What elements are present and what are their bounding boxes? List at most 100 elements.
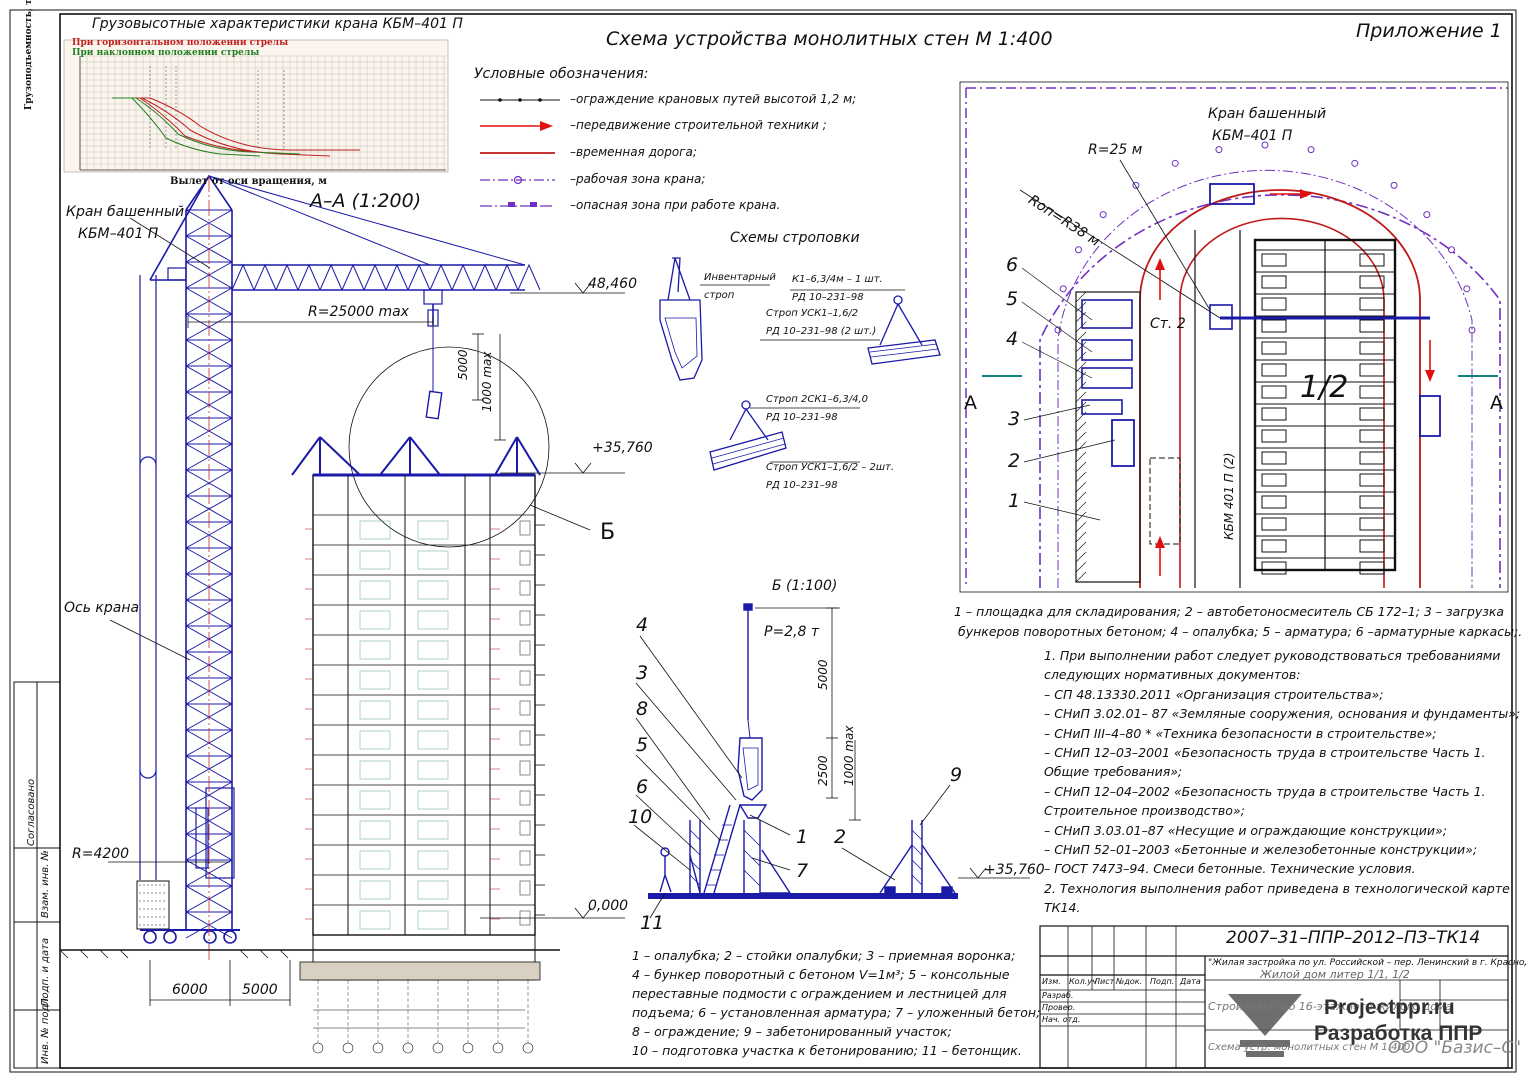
legend-fence-label: –ограждение крановых путей высотой 1,2 м… xyxy=(570,92,857,106)
watermark-logo-icon xyxy=(1228,994,1302,1057)
crane-axis-label: Ось крана xyxy=(64,600,140,616)
plan-crane-path-label: КБМ 401 П (2) xyxy=(1222,452,1236,540)
tb-col-doc: №док. xyxy=(1116,977,1143,986)
notes-block: 1. При выполнении работ следует руководс… xyxy=(1044,646,1520,918)
note-line: ТК14. xyxy=(1044,900,1081,916)
tb-col-date: Дата xyxy=(1180,977,1201,986)
plan-cut-a-left: А xyxy=(964,392,977,414)
legend-road-label: –временная дорога; xyxy=(570,145,697,159)
detail-label-6: 6 xyxy=(636,776,649,798)
detail-caption-line: 4 – бункер поворотный с бетоном V=1м³; 5… xyxy=(632,967,1010,982)
detail-dim-5000: 5000 xyxy=(816,659,830,690)
detail-caption: 1 – опалубка; 2 – стойки опалубки; 3 – п… xyxy=(632,946,1040,1060)
note-line: Строительное производство»; xyxy=(1044,803,1245,819)
main-title: Схема устройства монолитных стен М 1:400 xyxy=(606,28,1053,50)
elevation-dimensions xyxy=(108,217,625,1006)
plan-crane-line2: КБМ–401 П xyxy=(1212,128,1293,144)
note-line: – ГОСТ 7473–94. Смеси бетонные. Техничес… xyxy=(1044,861,1416,877)
site-plan xyxy=(959,81,1509,593)
note-line: Общие требования»; xyxy=(1044,764,1183,780)
dim-1000-label: 1000 max xyxy=(480,351,494,413)
note-line: 1. При выполнении работ следует руководс… xyxy=(1044,648,1501,663)
tb-prover: Провер. xyxy=(1042,1003,1076,1012)
tb-scheme: Схема устр. монолитных стен М 1:400 xyxy=(1208,1042,1411,1053)
load-chart-xlabel: Вылет от оси вращения, м xyxy=(170,176,327,187)
load-chart-legend-red: При горизонтальном положении стрелы xyxy=(72,38,289,48)
legend-title: Условные обозначения: xyxy=(474,66,649,82)
section-b-title: Б (1:100) xyxy=(772,578,838,594)
callout-b-label: Б xyxy=(600,520,616,545)
outer-frame xyxy=(9,9,1517,1073)
inner-frame xyxy=(59,13,1513,1069)
plan-label-6: 6 xyxy=(1006,254,1019,276)
sling-rd3: РД 10–231–98 xyxy=(766,412,838,423)
plan-label-1: 1 xyxy=(1008,490,1021,512)
tb-col-podp: Подп. xyxy=(1150,977,1175,986)
appendix-label: Приложение 1 xyxy=(1356,20,1502,42)
plan-cut-a-right: А xyxy=(1490,392,1503,414)
mark-35760-label: +35,760 xyxy=(592,440,653,456)
tb-object: Строительство 16-этажного жилого дома xyxy=(1208,1000,1452,1013)
tb-col-list: Лист xyxy=(1094,977,1115,986)
sling-title: Схемы строповки xyxy=(730,230,860,246)
title-block xyxy=(1039,925,1509,1069)
sling-schemes xyxy=(659,257,941,471)
detail-label-7: 7 xyxy=(796,860,809,882)
detail-b-dims xyxy=(633,607,1030,919)
detail-label-4: 4 xyxy=(636,614,649,636)
plan-caption: 1 – площадка для складирования; 2 – авто… xyxy=(954,602,1522,642)
note-line: – СП 48.13330.2011 «Организация строител… xyxy=(1044,686,1384,702)
plan-label-5: 5 xyxy=(1006,288,1019,310)
detail-label-8: 8 xyxy=(636,698,649,720)
project-name: "Жилая застройка по ул. Российской – пер… xyxy=(1208,958,1526,968)
plan-label-2: 2 xyxy=(1008,450,1021,472)
stamp-vzam: Взам. инв. № xyxy=(40,850,51,918)
legend-symbols xyxy=(480,98,560,207)
plan-label-3: 3 xyxy=(1008,408,1021,430)
sling-rd4: РД 10–231–98 xyxy=(766,480,838,491)
legend-movement-label: –передвижение строительной техники ; xyxy=(570,118,827,132)
building-elevation xyxy=(291,436,545,1054)
crane-name-line2: КБМ–401 П xyxy=(78,226,159,242)
watermark-site[interactable]: Projectppr.ru xyxy=(1324,996,1455,1019)
tb-nach: Нач. отд. xyxy=(1042,1015,1081,1024)
plan-st2-label: Ст. 2 xyxy=(1150,316,1186,332)
detail-caption-line: 8 – ограждение; 9 – забетонированный уча… xyxy=(632,1024,952,1039)
tb-razrab: Разраб. xyxy=(1042,991,1074,1000)
stamp-inv: Инв. № подл. xyxy=(40,995,51,1064)
radius-label: R=25000 max xyxy=(308,304,409,320)
watermark-tagline: Разработка ППР xyxy=(1314,1022,1483,1045)
tb-col-izm: Изм. xyxy=(1042,977,1061,986)
doc-code: 2007–31–ППР–2012–ПЗ–ТК14 xyxy=(1226,928,1481,948)
load-chart-title: Грузовысотные характеристики крана КБМ–4… xyxy=(92,16,463,32)
mark-zero-label: 0,000 xyxy=(588,898,629,914)
detail-caption-line: переставные подмости с ограждением и лес… xyxy=(632,986,1007,1001)
plan-half-label: 1/2 xyxy=(1300,370,1349,405)
detail-label-9: 9 xyxy=(950,764,963,786)
note-line: – СНиП 52–01–2003 «Бетонные и железобето… xyxy=(1044,842,1478,858)
note-line: – СНиП 3.02.01– 87 «Земляные сооружения,… xyxy=(1044,706,1521,722)
tb-col-kol: Кол.уч xyxy=(1069,977,1097,986)
stamp-soglas: Согласовано xyxy=(26,778,37,846)
sling-usk2: Строп УСК1–1,6/2 – 2шт. xyxy=(766,462,895,473)
dim-6000-label: 6000 xyxy=(172,982,208,998)
tb-company: ООО "Базис–С" xyxy=(1388,1038,1522,1058)
load-chart xyxy=(63,39,449,173)
sling-inv-2: строп xyxy=(704,290,735,301)
detail-label-2: 2 xyxy=(834,826,847,848)
crane-name-line1: Кран башенный xyxy=(66,204,185,220)
note-line: – СНиП III–4–80 * «Техника безопасности … xyxy=(1044,725,1437,741)
plan-caption-line: 1 – площадка для складирования; 2 – авто… xyxy=(954,604,1505,619)
detail-label-5: 5 xyxy=(636,734,649,756)
detail-dim-2500: 2500 xyxy=(816,755,830,786)
note-line: – СНиП 12–03–2001 «Безопасность труда в … xyxy=(1044,745,1486,761)
note-line: – СНиП 3.03.01–87 «Несущие и ограждающие… xyxy=(1044,822,1447,838)
detail-load-label: P=2,8 т xyxy=(764,624,820,640)
note-line: следующих нормативных документов: xyxy=(1044,667,1301,683)
detail-b xyxy=(648,603,958,899)
detail-label-1: 1 xyxy=(796,826,809,848)
r4200-label: R=4200 xyxy=(72,846,130,862)
detail-dim-1000: 1000 max xyxy=(842,725,856,787)
sling-inv-1: Инвентарный xyxy=(704,272,776,283)
